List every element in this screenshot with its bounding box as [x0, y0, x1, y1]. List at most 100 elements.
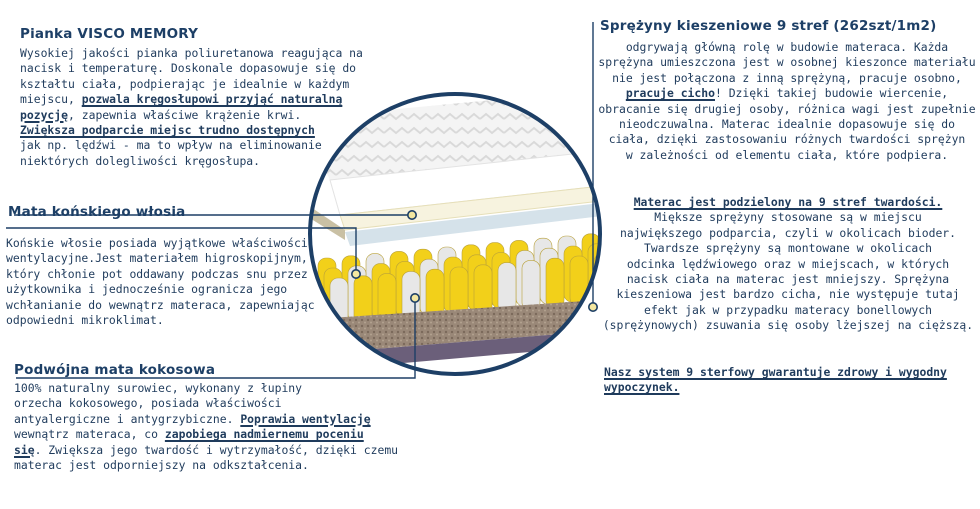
spring-coil: [497, 262, 517, 313]
text-line: (sprężynowych) zsuwania się osoby lżejsz…: [600, 318, 976, 333]
highlight-text: pozycję: [20, 107, 69, 122]
text-run: ciała, dzięki zastosowaniu różnych tward…: [608, 132, 966, 147]
coconut-marker: [409, 292, 420, 303]
text-line: nieodczuwalna. Materac idealnie dopasowu…: [598, 117, 976, 132]
text-line: nacisk ciała na materac jest mniejszy. S…: [600, 272, 976, 287]
text-run: kieszeniowa jest bardzo cicha, nie wystę…: [616, 287, 960, 302]
text-line: 100% naturalny surowiec, wykonany z łupi…: [14, 381, 398, 396]
text-run: wentylacyjne.Jest materiałem higroskopij…: [6, 251, 308, 266]
text-line: największego podparcia, czyli w okolicac…: [600, 226, 976, 241]
text-line: się. Zwiększa jego twardość i wytrzymało…: [14, 443, 398, 458]
text-line: Nasz system 9 sterfowy gwarantuje zdrowy…: [604, 365, 947, 380]
text-line: orzecha kokosowego, posiada właściwości: [14, 396, 398, 411]
text-run: kształtu ciała, podpierając je idealnie …: [20, 76, 350, 91]
text-run: największego podparcia, czyli w okolicac…: [619, 225, 957, 240]
text-run: Miększe sprężyny stosowane są w miejscu: [654, 210, 922, 225]
coconut-callout-line: [16, 300, 416, 379]
text-run: niektórych dolegliwości kręgosłupa.: [20, 153, 261, 168]
spring-coil: [545, 257, 565, 309]
text-line: odcinka lędźwiowego oraz w miejscach, w …: [600, 257, 976, 272]
text-line: nacisk i temperaturę. Doskonale dopasowu…: [20, 61, 363, 76]
highlight-text: Poprawia wentylację: [240, 411, 371, 426]
text-line: obracanie się drugiej osoby, różnica wag…: [598, 102, 976, 117]
highlight-text: Zwiększa podparcie miejsc trudno dostępn…: [20, 123, 315, 138]
springs-description: odgrywają główną rolę w budowie materaca…: [598, 40, 976, 163]
text-run: sprężyna umieszczona jest w osobnej kies…: [598, 55, 976, 70]
text-run: materac jest odporniejszy na odkształcen…: [14, 458, 309, 473]
text-run: 100% naturalny surowiec, wykonany z łupi…: [14, 381, 303, 395]
text-run: (sprężynowych) zsuwania się osoby lżejsz…: [602, 318, 974, 333]
text-run: . Zwiększa jego twardość i wytrzymałość,…: [34, 442, 399, 457]
text-run: obracanie się drugiej osoby, różnica wag…: [598, 101, 976, 116]
coconut-title: Podwójna mata kokosowa: [14, 362, 216, 378]
text-line: kształtu ciała, podpierając je idealnie …: [20, 77, 363, 92]
text-line: miejscu, pozwala kręgosłupowi przyjąć na…: [20, 92, 363, 107]
text-line: kieszeniowa jest bardzo cicha, nie wystę…: [600, 287, 976, 302]
text-run: nacisk i temperaturę. Doskonale dopasowu…: [20, 61, 357, 76]
zones-description: Materac jest podzielony na 9 stref tward…: [600, 195, 976, 334]
text-run: jak np. lędźwi - ma to wpływ na eliminow…: [20, 138, 322, 153]
text-run: nie jest połączona z inną sprężyną, prac…: [612, 70, 962, 85]
text-line: Twardsze sprężyny są montowane w okolica…: [600, 241, 976, 256]
text-line: w zależności od elementu ciała, które po…: [598, 148, 976, 163]
spring-coil: [473, 264, 493, 316]
horsehair-description: Końskie włosie posiada wyjątkowe właściw…: [6, 236, 315, 328]
text-line: ciała, dzięki zastosowaniu różnych tward…: [598, 132, 976, 147]
text-line: niektórych dolegliwości kręgosłupa.: [20, 154, 363, 169]
horsehair-title: Mata końskiego włosia: [8, 204, 186, 220]
highlight-text: pozwala kręgosłupowi przyjąć naturalną: [81, 92, 343, 107]
text-run: nieodczuwalna. Materac idealnie dopasowu…: [618, 117, 956, 132]
text-run: w zależności od elementu ciała, które po…: [625, 147, 949, 162]
visco-title: Pianka VISCO MEMORY: [20, 26, 199, 42]
text-run: antyalergiczne i antygrzybiczne.: [14, 411, 241, 426]
text-line: odpowiedni mikroklimat.: [6, 313, 315, 328]
text-run: Twardsze sprężyny są montowane w okolica…: [643, 241, 933, 256]
text-run: orzecha kokosowego, posiada właściwości: [14, 396, 282, 411]
guarantee-note: Nasz system 9 sterfowy gwarantuje zdrowy…: [604, 365, 947, 396]
text-run: efekt jak w przypadku materacy bonellowy…: [643, 302, 933, 317]
text-line: nie jest połączona z inną sprężyną, prac…: [598, 71, 976, 86]
springs-title: Sprężyny kieszeniowe 9 stref (262szt/1m2…: [600, 18, 937, 34]
text-run: Wysokiej jakości pianka poliuretanowa re…: [20, 46, 363, 60]
text-line: wypoczynek.: [604, 380, 947, 395]
text-run: ! Dzięki takiej budowie wiercenie,: [714, 86, 949, 101]
callout-lines: [6, 22, 594, 379]
text-line: wewnątrz materaca, co zapobiega nadmiern…: [14, 427, 398, 442]
text-line: antyalergiczne i antygrzybiczne. Poprawi…: [14, 412, 398, 427]
text-run: odgrywają główną rolę w budowie materaca…: [625, 40, 949, 54]
text-line: Końskie włosie posiada wyjątkowe właściw…: [6, 236, 315, 251]
text-run: odpowiedni mikroklimat.: [6, 313, 164, 328]
text-line: efekt jak w przypadku materacy bonellowy…: [600, 303, 976, 318]
text-run: użytkownika i jednocześnie ogranicza jeg…: [6, 282, 288, 297]
visco-marker: [406, 210, 417, 221]
text-line: Miększe sprężyny stosowane są w miejscu: [600, 210, 976, 225]
visco-description: Wysokiej jakości pianka poliuretanowa re…: [20, 46, 363, 169]
text-line: Materac jest podzielony na 9 stref tward…: [600, 195, 976, 210]
text-line: wentylacyjne.Jest materiałem higroskopij…: [6, 251, 315, 266]
highlight-text: się: [14, 442, 35, 457]
text-run: odcinka lędźwiowego oraz w miejscach, w …: [626, 256, 950, 271]
text-run: wchłanianie do wewnątrz materaca, zapewn…: [6, 297, 315, 312]
text-line: Zwiększa podparcie miejsc trudno dostępn…: [20, 123, 363, 138]
text-line: wchłanianie do wewnątrz materaca, zapewn…: [6, 298, 315, 313]
text-line: jak np. lędźwi - ma to wpływ na eliminow…: [20, 138, 363, 153]
highlight-text: zapobiega nadmiernemu poceniu: [164, 427, 364, 442]
horsehair-marker: [350, 268, 361, 279]
highlight-text: pracuje cicho: [625, 86, 715, 101]
text-line: sprężyna umieszczona jest w osobnej kies…: [598, 55, 976, 70]
springs-marker: [587, 301, 598, 312]
text-line: pracuje cicho! Dzięki takiej budowie wie…: [598, 86, 976, 101]
text-line: użytkownika i jednocześnie ogranicza jeg…: [6, 282, 315, 297]
coconut-description: 100% naturalny surowiec, wykonany z łupi…: [14, 381, 398, 473]
text-run: wewnątrz materaca, co: [14, 427, 165, 442]
highlight-text: Nasz system 9 sterfowy gwarantuje zdrowy…: [604, 365, 947, 379]
text-line: który chłonie pot oddawany podczas snu p…: [6, 267, 315, 282]
text-run: miejscu,: [20, 92, 82, 107]
highlight-text: wypoczynek.: [604, 380, 680, 395]
text-run: nacisk ciała na materac jest mniejszy. S…: [626, 272, 950, 287]
horsehair-callout-line: [6, 227, 357, 271]
callout-dots: [350, 210, 598, 312]
text-line: odgrywają główną rolę w budowie materaca…: [598, 40, 976, 55]
text-line: Wysokiej jakości pianka poliuretanowa re…: [20, 46, 363, 61]
